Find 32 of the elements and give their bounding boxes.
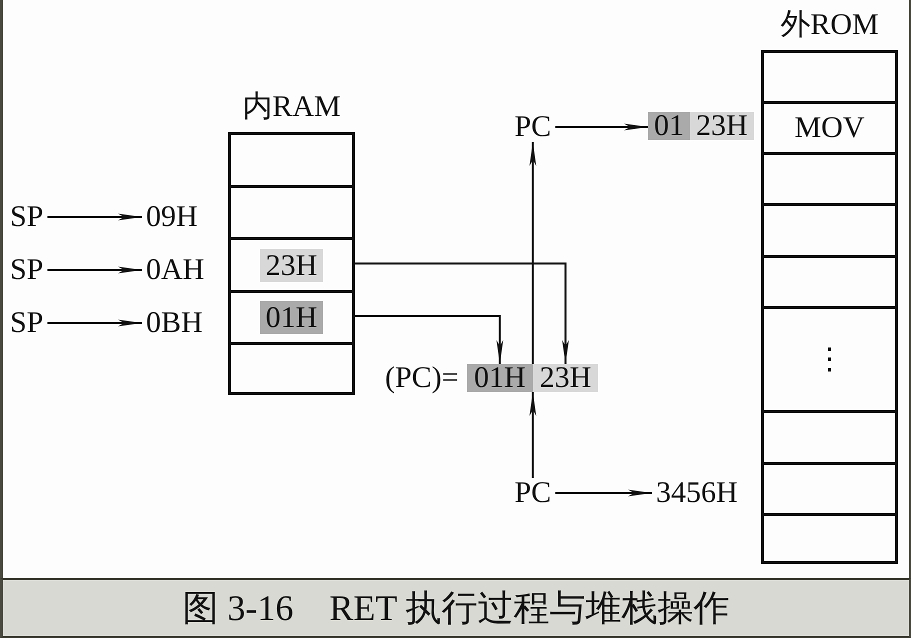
pointer-label: SP [6,255,48,285]
byte-value: 23H [695,112,749,140]
arrow [47,266,142,274]
figure-caption: 图 3-16 RET 执行过程与堆栈操作 [0,578,911,638]
arrow [352,315,504,364]
arrow [529,142,536,364]
arrow [47,214,142,220]
byte-value: 23H [260,248,324,282]
address-label: 0AH [142,255,208,285]
register-label: PC [510,112,556,142]
byte-value: 01H [467,364,533,392]
column-heading: 外ROM [779,8,880,42]
value-band [648,112,754,140]
arrow [529,392,536,478]
memory-cell: MOV [764,101,895,152]
byte-value: 01 [648,112,690,140]
value-band [467,364,598,392]
arrow [555,124,648,130]
address-label: 3456H [652,478,742,508]
memory-cell: ⋮ [764,306,895,410]
column-heading: 内RAM [241,90,342,124]
byte-value: 23H [538,364,592,392]
arrow [352,262,569,364]
address-label: 0BH [142,308,207,338]
pointer-label: SP [6,308,48,338]
address-label: 09H [142,202,202,232]
arrow [555,490,652,496]
arrow [47,320,142,326]
register-label: PC [510,478,556,508]
byte-value: 01H [260,301,324,334]
register-label: (PC)= [384,363,460,393]
pointer-label: SP [6,202,48,232]
